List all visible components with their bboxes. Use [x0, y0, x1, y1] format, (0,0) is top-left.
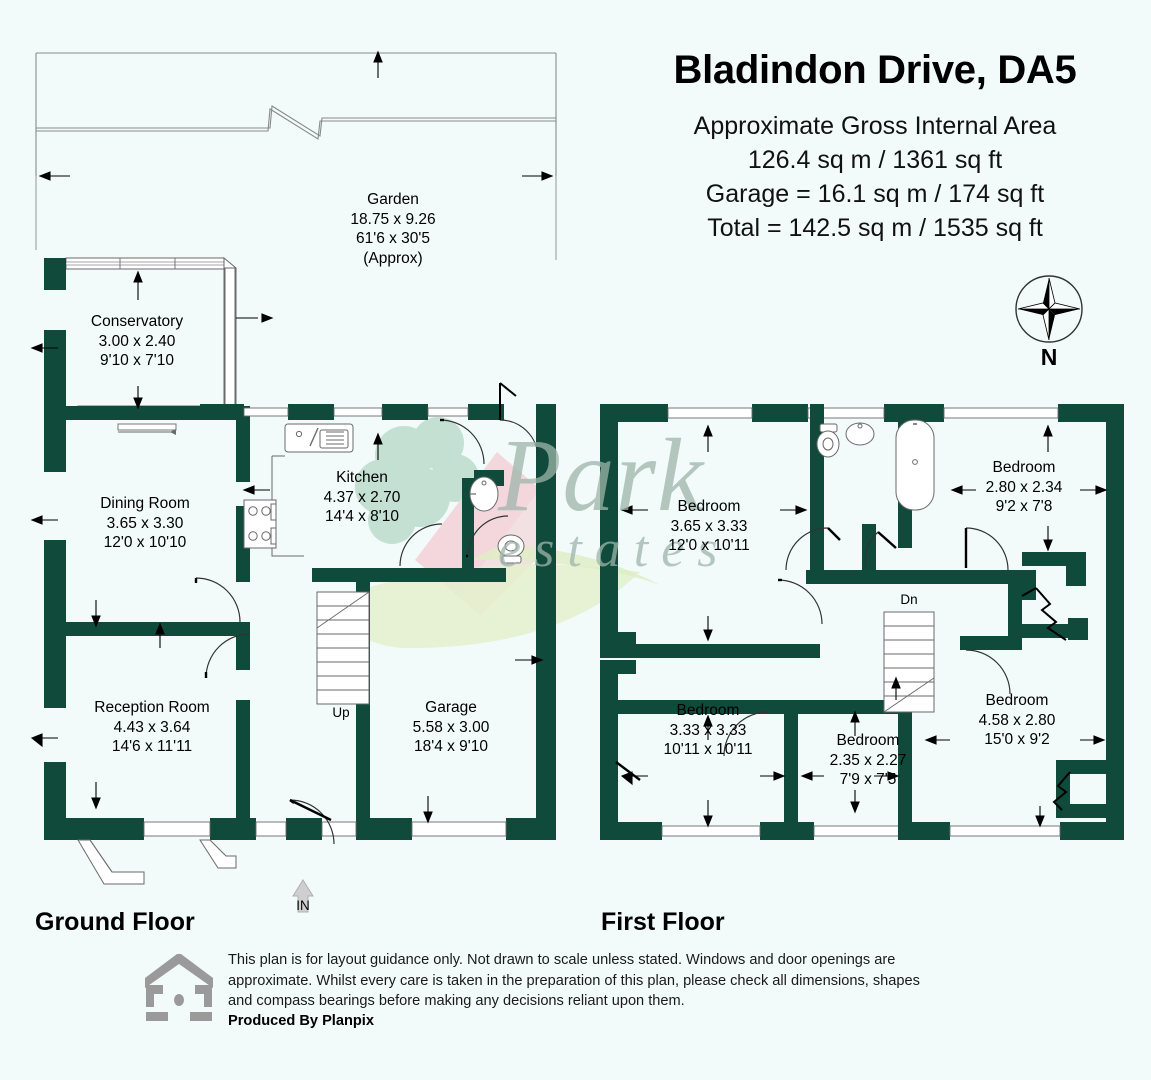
room-name: Bedroom — [992, 459, 1056, 476]
room-label-bedroom-4: Bedroom 2.35 x 2.27 7'9 x 7'5 — [830, 731, 907, 790]
entrance-label: IN — [296, 898, 310, 913]
bay-window-hall — [199, 839, 237, 869]
room-imperial: 12'0 x 10'10 — [103, 534, 187, 552]
front-door-leaf — [289, 798, 332, 822]
footer-disclaimer: This plan is for layout guidance only. N… — [228, 952, 920, 1010]
bathroom-bathtub-icon — [895, 419, 935, 511]
room-name: Bedroom — [985, 692, 1049, 709]
room-metric: 3.65 x 3.33 — [670, 517, 748, 535]
stairs-down-label: Dn — [900, 592, 918, 607]
room-metric: 4.58 x 2.80 — [978, 711, 1056, 729]
room-label-garden: Garden 18.75 x 9.26 61'6 x 30'5 (Approx) — [350, 190, 435, 269]
bathroom-basin-icon — [845, 422, 875, 446]
room-metric: 3.65 x 3.30 — [106, 514, 184, 532]
room-imperial: 61'6 x 30'5 — [355, 230, 431, 248]
room-imperial: 18'4 x 9'10 — [413, 738, 489, 756]
room-label-bedroom-1: Bedroom 3.65 x 3.33 12'0 x 10'11 — [668, 497, 749, 556]
kitchen-sink-icon — [284, 423, 354, 453]
room-name: Conservatory — [90, 313, 184, 330]
room-label-kitchen: Kitchen 4.37 x 2.70 14'4 x 8'10 — [324, 468, 401, 527]
footer-producer: Produced By Planpix — [228, 1013, 374, 1029]
first-floor-title: First Floor — [601, 908, 725, 936]
kitchen-hob-icon — [243, 499, 277, 549]
bay-window-reception — [77, 839, 145, 885]
first-floor-staircase — [883, 611, 935, 713]
room-imperial: 14'4 x 8'10 — [324, 508, 400, 526]
wc-toilet-icon — [497, 534, 525, 564]
ground-floor-plan — [30, 256, 556, 885]
room-name: Garage — [425, 699, 477, 716]
first-floor-door-swings — [615, 527, 1011, 781]
room-name: Dining Room — [100, 495, 190, 512]
room-metric: 4.37 x 2.70 — [323, 488, 401, 506]
room-imperial: 9'2 x 7'8 — [995, 498, 1053, 516]
room-label-reception-room: Reception Room 4.43 x 3.64 14'6 x 11'11 — [94, 698, 209, 757]
entrance-arrow-icon — [292, 879, 314, 913]
room-note: (Approx) — [363, 250, 423, 268]
room-label-bedroom-2: Bedroom 2.80 x 2.34 9'2 x 7'8 — [986, 458, 1063, 517]
bathroom-toilet-icon — [816, 423, 840, 458]
room-name: Bedroom — [676, 702, 740, 719]
room-name: Reception Room — [94, 699, 210, 716]
garden-dimension-arrows — [35, 50, 557, 260]
room-label-conservatory: Conservatory 3.00 x 2.40 9'10 x 7'10 — [91, 312, 183, 371]
first-dimension-arrows — [620, 424, 1108, 828]
ground-floor-title: Ground Floor — [35, 908, 195, 936]
room-metric: 2.35 x 2.27 — [829, 751, 907, 769]
area-summary-line-2: 126.4 sq m / 1361 sq ft — [747, 146, 1003, 174]
first-floor-plan — [600, 404, 1124, 840]
room-imperial: 10'11 x 10'11 — [663, 741, 753, 759]
room-name: Bedroom — [836, 732, 900, 749]
room-metric: 5.58 x 3.00 — [412, 718, 490, 736]
room-metric: 3.00 x 2.40 — [98, 332, 176, 350]
room-metric: 18.75 x 9.26 — [350, 210, 436, 228]
ground-floor-walls — [44, 258, 556, 840]
page-title: Bladindon Drive, DA5 — [673, 48, 1077, 92]
room-imperial: 9'10 x 7'10 — [99, 352, 174, 370]
first-floor-window-symbols — [1021, 587, 1071, 811]
ground-floor-staircase — [316, 591, 370, 705]
room-name: Garden — [367, 191, 419, 208]
room-imperial: 7'9 x 7'5 — [839, 771, 897, 789]
area-summary-line-3: Garage = 16.1 sq m / 174 sq ft — [705, 180, 1045, 208]
room-metric: 3.33 x 3.33 — [669, 721, 747, 739]
room-imperial: 15'0 x 9'2 — [984, 731, 1050, 749]
area-summary-line-1: Approximate Gross Internal Area — [693, 112, 1057, 140]
room-name: Bedroom — [677, 498, 741, 515]
room-imperial: 12'0 x 10'11 — [668, 537, 750, 555]
area-summary-line-4: Total = 142.5 sq m / 1535 sq ft — [707, 214, 1043, 242]
garden-outline — [35, 52, 557, 176]
room-label-bedroom-3: Bedroom 3.33 x 3.33 10'11 x 10'11 — [664, 701, 753, 760]
room-metric: 2.80 x 2.34 — [985, 478, 1063, 496]
planpix-house-logo-icon — [145, 954, 213, 1021]
ground-dimension-arrows — [30, 270, 544, 824]
room-metric: 4.43 x 3.64 — [113, 718, 191, 736]
room-label-dining-room: Dining Room 3.65 x 3.30 12'0 x 10'10 — [100, 494, 190, 553]
wc-basin-icon — [469, 476, 499, 512]
room-label-bedroom-5: Bedroom 4.58 x 2.80 15'0 x 9'2 — [979, 691, 1056, 750]
room-imperial: 14'6 x 11'11 — [111, 738, 193, 756]
compass-north-label: N — [1040, 344, 1058, 370]
kitchen-worktop — [271, 455, 304, 557]
room-name: Kitchen — [336, 469, 388, 486]
ground-floor-door-swings — [194, 382, 539, 845]
stairs-up-label: Up — [332, 705, 350, 720]
room-label-garage: Garage 5.58 x 3.00 18'4 x 9'10 — [413, 698, 490, 757]
compass-rose-icon — [1015, 275, 1083, 343]
